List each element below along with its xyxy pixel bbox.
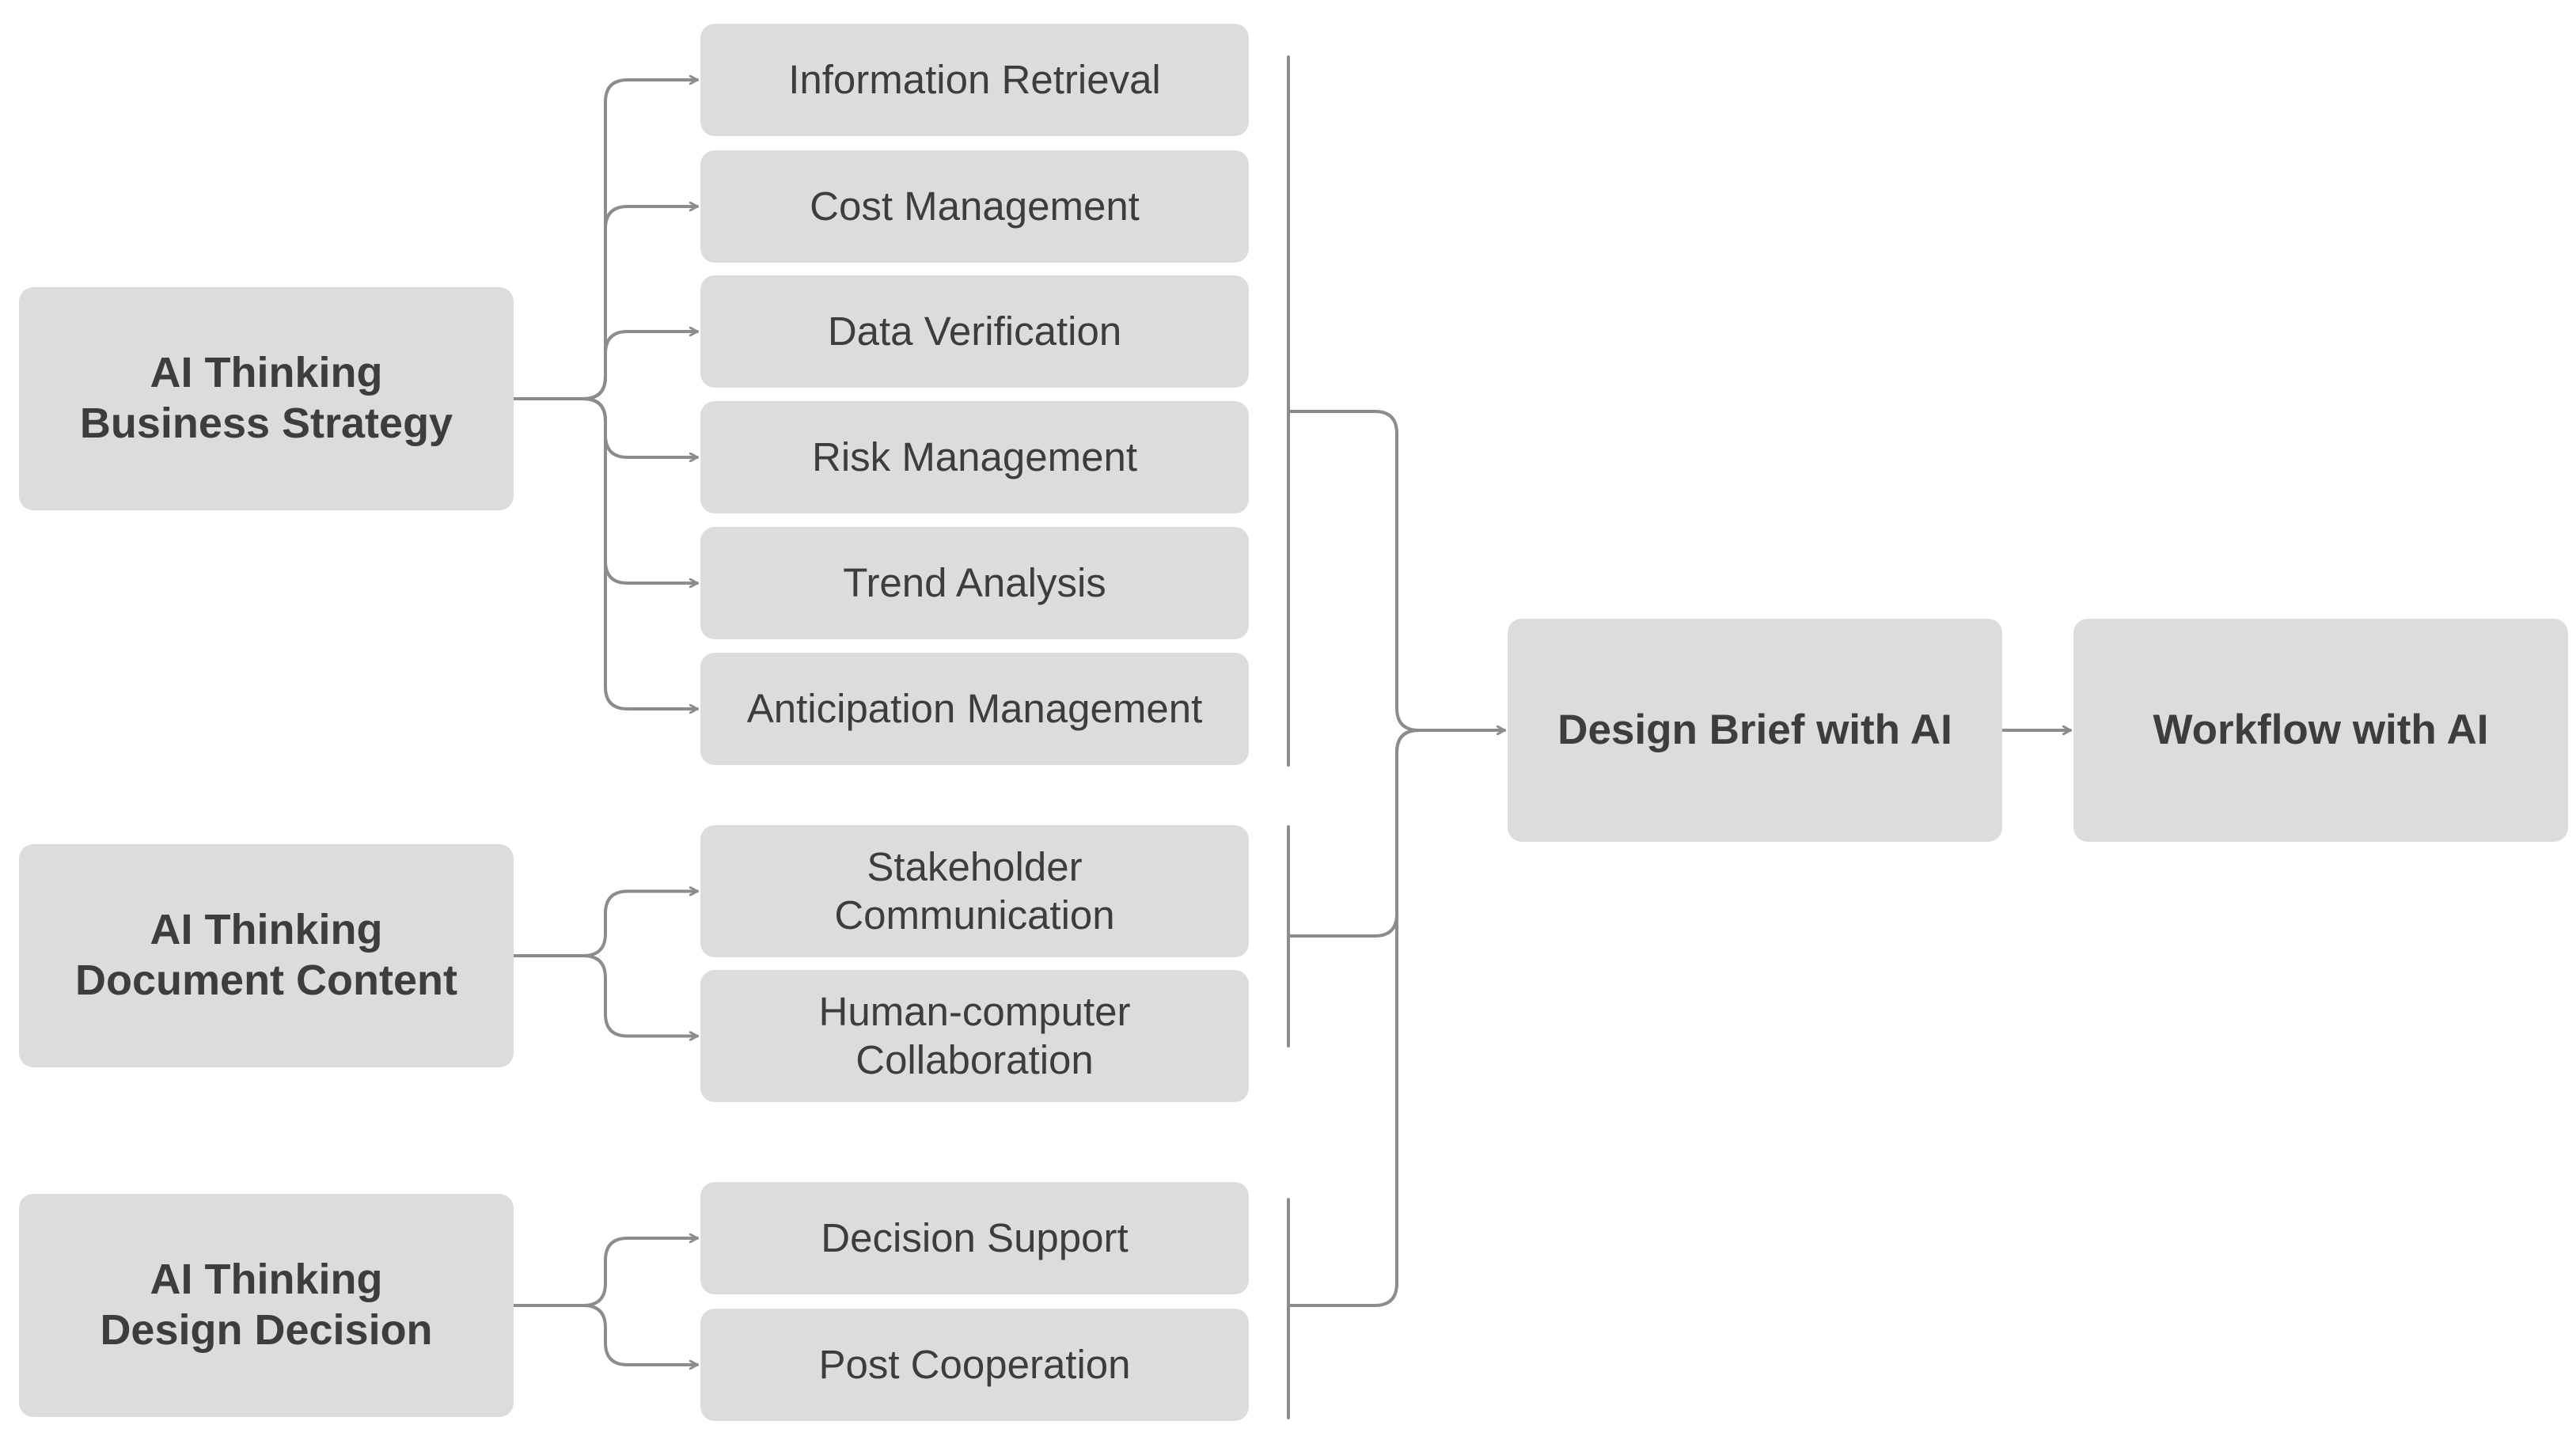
branch-arrow [512, 332, 699, 400]
sub-item-box-label: Cost Management [810, 183, 1140, 229]
branch-arrow [512, 1238, 699, 1307]
sub-item-box: Data Verification [700, 275, 1249, 388]
sub-item-box-label: Human-computer [818, 989, 1131, 1035]
sub-item-box: Decision Support [700, 1182, 1249, 1294]
sub-item-box: Anticipation Management [700, 653, 1249, 765]
sub-item-box: Information Retrieval [700, 24, 1249, 136]
sub-item-box: Cost Management [700, 150, 1249, 263]
merge-connector [1287, 410, 1421, 732]
sub-item-box-label: Decision Support [821, 1214, 1129, 1260]
sub-item-box-label: Risk Management [811, 434, 1137, 479]
workflow-box: Workflow with AI [2073, 619, 2568, 842]
sub-item-box-label: Data Verification [827, 308, 1122, 354]
workflow-box-label: Workflow with AI [2153, 706, 2489, 753]
category-box-document-content-label: AI Thinking [150, 906, 383, 954]
merge-connector [1287, 729, 1421, 938]
category-box-design-decision-label: AI Thinking [150, 1256, 383, 1304]
category-box-document-content-label: Document Content [75, 957, 457, 1004]
category-box-business-strategy-label: AI Thinking [150, 349, 383, 397]
design-brief-box-label: Design Brief with AI [1557, 706, 1952, 753]
merge-connector [1287, 729, 1421, 1307]
branch-arrow [512, 1304, 699, 1365]
category-box-business-strategy-label: Business Strategy [79, 400, 453, 447]
branch-arrow [512, 397, 699, 709]
sub-item-box-label: Communication [834, 892, 1115, 938]
sub-item-box-label: Information Retrieval [788, 56, 1161, 102]
sub-item-box-label: Post Cooperation [818, 1341, 1131, 1387]
sub-item-box: Risk Management [700, 401, 1249, 513]
sub-item-box: Trend Analysis [700, 527, 1249, 639]
sub-item-box-label: Stakeholder [867, 844, 1083, 890]
design-brief-box: Design Brief with AI [1508, 619, 2002, 842]
sub-item-box-label: Collaboration [856, 1036, 1094, 1082]
sub-item-box-label: Anticipation Management [746, 685, 1203, 731]
sub-item-box: Post Cooperation [700, 1309, 1249, 1421]
branch-arrow [512, 892, 699, 957]
category-box-design-decision-label: Design Decision [100, 1306, 433, 1354]
branch-arrow [512, 954, 699, 1036]
sub-item-box-label: Trend Analysis [843, 559, 1106, 605]
